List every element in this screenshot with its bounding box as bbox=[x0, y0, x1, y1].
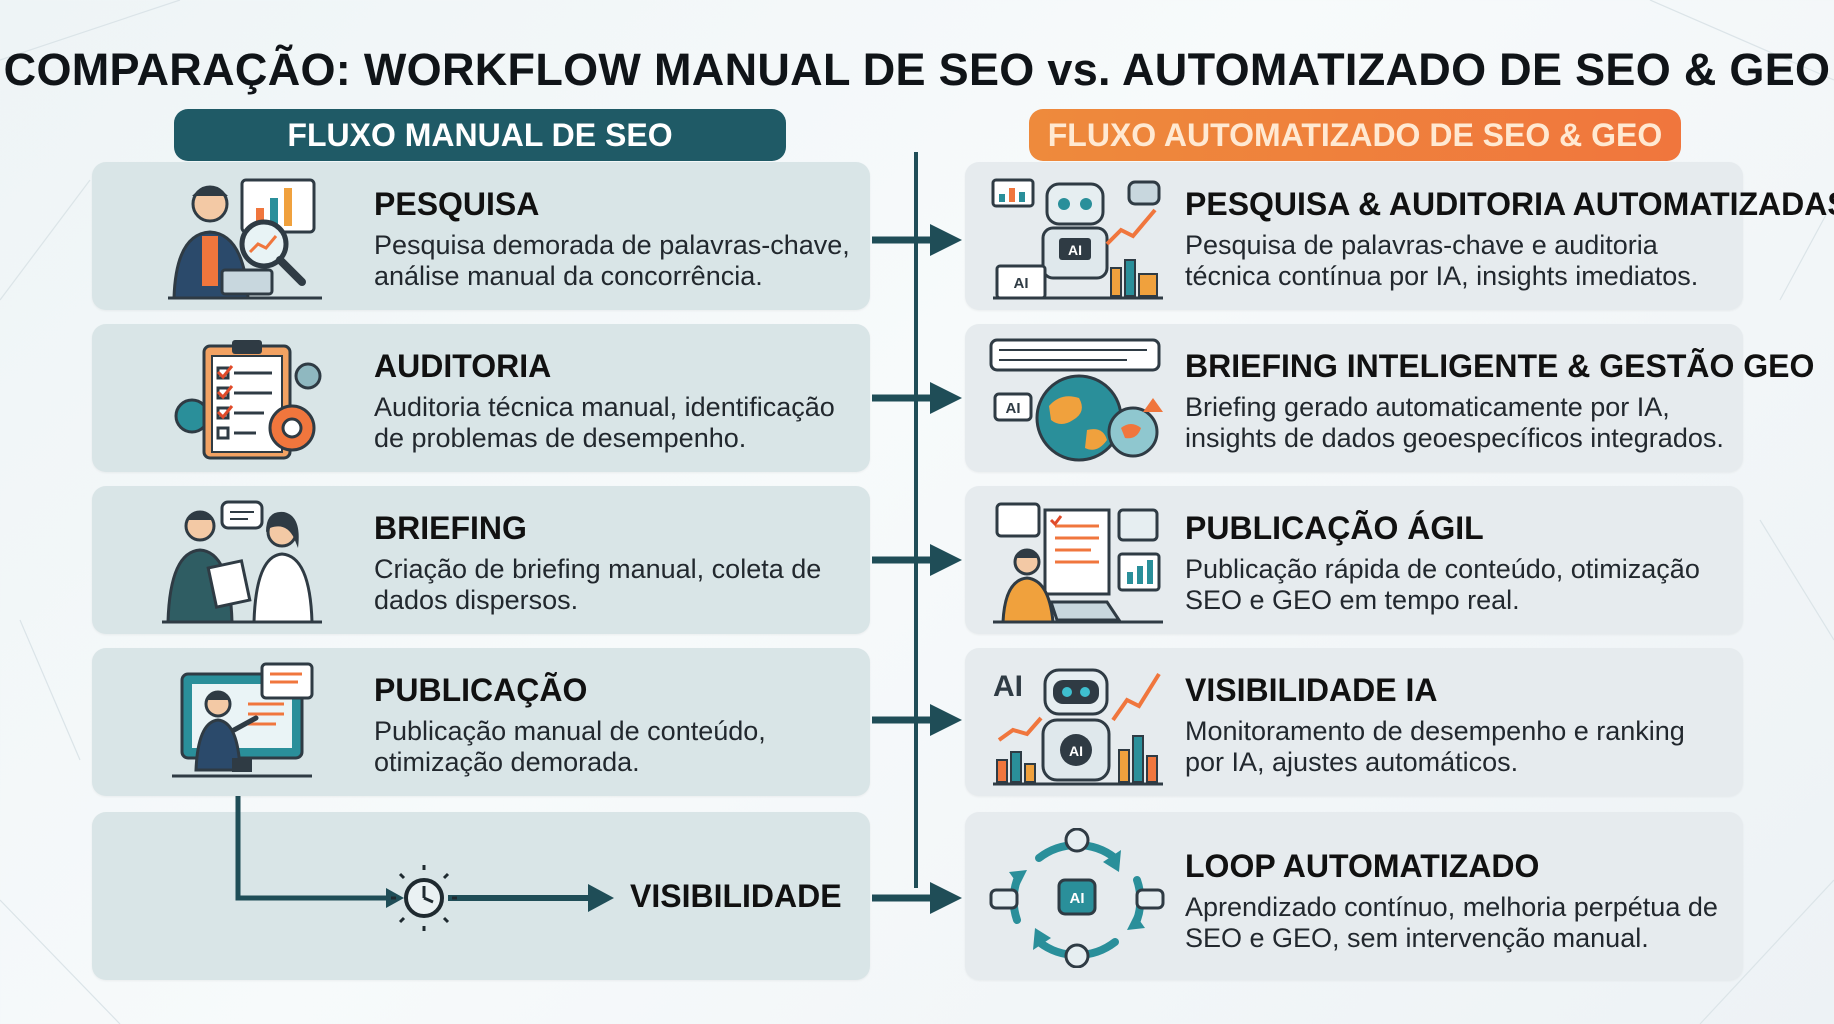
step-heading: PUBLICAÇÃO ÁGIL bbox=[1185, 510, 1484, 546]
step-heading: AUDITORIA bbox=[374, 348, 552, 384]
person-at-screen-icon bbox=[172, 662, 314, 778]
step-heading: LOOP AUTOMATIZADO bbox=[1185, 848, 1540, 884]
ai-robot-charts-icon: AI AI bbox=[991, 178, 1163, 300]
auto-step-briefing-geo: AI BRIEFING INTELIGENTE & GESTÃO GEO Bri… bbox=[965, 324, 1814, 472]
manual-flow-header: FLUXO MANUAL DE SEO bbox=[174, 109, 786, 161]
ai-label: AI bbox=[1068, 242, 1082, 258]
clipboard-gears-icon bbox=[174, 340, 322, 460]
ai-label: AI bbox=[1006, 400, 1021, 417]
step-heading: PESQUISA & AUDITORIA AUTOMATIZADAS bbox=[1185, 186, 1834, 222]
globe-ai-icon: AI bbox=[989, 338, 1163, 462]
ai-label: AI bbox=[1070, 890, 1085, 907]
center-divider-line bbox=[914, 152, 918, 888]
visibility-label: VISIBILIDADE bbox=[630, 878, 842, 914]
step-heading: BRIEFING bbox=[374, 510, 527, 546]
auto-step-publicacao-agil: PUBLICAÇÃO ÁGIL Publicação rápida de con… bbox=[965, 486, 1743, 634]
manual-step-pesquisa: PESQUISA Pesquisa demorada de palavras-c… bbox=[92, 162, 870, 310]
step-description: Publicação manual de conteúdo, otimizaçã… bbox=[374, 716, 766, 777]
step-description: Auditoria técnica manual, identificação … bbox=[374, 392, 835, 453]
manual-step-publicacao: PUBLICAÇÃO Publicação manual de conteúdo… bbox=[92, 648, 870, 796]
two-people-talking-icon bbox=[162, 500, 322, 624]
step-description: Briefing gerado automaticamente por IA, … bbox=[1185, 392, 1724, 453]
auto-step-pesquisa-auditoria: AI AI PESQUISA & AUDITORIA AUTOMATIZADAS… bbox=[965, 162, 1834, 310]
page-title: COMPARAÇÃO: WORKFLOW MANUAL DE SEO vs. A… bbox=[3, 44, 1831, 95]
step-heading: VISIBILIDADE IA bbox=[1185, 672, 1438, 708]
researcher-magnifier-icon bbox=[168, 178, 322, 300]
auto-step-visibilidade-ia: AI AI VISIBILIDADE IA Monitoramento de d… bbox=[965, 648, 1743, 796]
ai-label: AI bbox=[1014, 275, 1029, 292]
step-description: Monitoramento de desempenho e ranking po… bbox=[1185, 716, 1685, 777]
auto-step-loop: AI LOOP AUTOMATIZADO Aprendizado contínu… bbox=[965, 812, 1743, 980]
ai-label: AI bbox=[1069, 743, 1083, 759]
ai-robot-growth-icon: AI AI bbox=[993, 668, 1163, 786]
ai-label: AI bbox=[993, 670, 1023, 703]
manual-step-briefing: BRIEFING Criação de briefing manual, col… bbox=[92, 486, 870, 634]
step-description: Pesquisa de palavras-chave e auditoria t… bbox=[1185, 230, 1699, 291]
step-description: Publicação rápida de conteúdo, otimizaçã… bbox=[1185, 554, 1700, 615]
automated-flow-header: FLUXO AUTOMATIZADO DE SEO & GEO bbox=[1029, 109, 1681, 161]
person-laptop-documents-icon bbox=[993, 502, 1163, 624]
step-heading: PUBLICAÇÃO bbox=[374, 672, 588, 708]
step-description: Aprendizado contínuo, melhoria perpétua … bbox=[1185, 892, 1718, 953]
step-description: Pesquisa demorada de palavras-chave, aná… bbox=[374, 230, 850, 291]
step-heading: BRIEFING INTELIGENTE & GESTÃO GEO bbox=[1185, 348, 1815, 384]
ai-loop-cycle-icon: AI bbox=[989, 828, 1165, 968]
step-heading: PESQUISA bbox=[374, 186, 540, 222]
step-description: Criação de briefing manual, coleta de da… bbox=[374, 554, 822, 615]
manual-step-auditoria: AUDITORIA Auditoria técnica manual, iden… bbox=[92, 324, 870, 472]
